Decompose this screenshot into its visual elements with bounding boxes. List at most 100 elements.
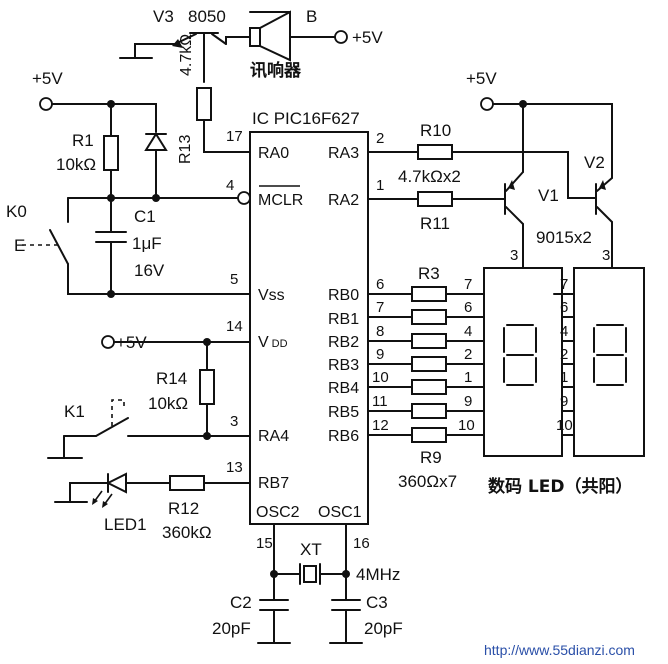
- r10-to-v2-wire: [451, 151, 597, 199]
- led2-pin-a: 7: [560, 276, 568, 293]
- pin-name-rb5: RB5: [328, 404, 359, 421]
- buzzer-cjk-label: 讯响器: [250, 60, 302, 81]
- v2-label: V2: [584, 153, 605, 172]
- led2-pin-f: 9: [560, 393, 568, 410]
- r11-ref: R11: [420, 214, 450, 233]
- driver-vplus-terminal: [480, 97, 494, 111]
- k0-blade: [49, 229, 69, 265]
- pin-name-vdd-sub: DD: [272, 338, 288, 350]
- r10-resistor: [417, 144, 453, 160]
- c2-value: 20pF: [212, 619, 251, 638]
- led2-pin-e: 1: [560, 369, 568, 386]
- pin-name-rb3: RB3: [328, 357, 359, 374]
- r1-resistor: [103, 135, 119, 171]
- led1-pin-f: 9: [464, 393, 472, 410]
- led1-pin-d: 2: [464, 346, 472, 363]
- pin-name-rb6: RB6: [328, 428, 359, 445]
- pin-name-ra4: RA4: [258, 428, 289, 445]
- pin-name-ra0: RA0: [258, 145, 289, 162]
- pin-num-1: 1: [376, 177, 384, 194]
- r-segment-value: 360Ωx7: [398, 472, 457, 491]
- led1-label: LED1: [104, 515, 147, 534]
- c3-ref: C3: [366, 593, 388, 612]
- pin-num-17: 17: [226, 128, 243, 145]
- pin-name-osc1: OSC1: [318, 504, 362, 521]
- segment-resistor-bank: [367, 286, 485, 443]
- mclr-invert-bubble: [237, 191, 251, 205]
- led1-pin-e: 1: [464, 369, 472, 386]
- k1-actuator: [111, 399, 125, 426]
- v2-transistor-icon: [595, 177, 613, 223]
- led2-pin-b: 6: [560, 299, 568, 316]
- xt-label: XT: [300, 540, 322, 559]
- buzzer-vplus-label: +5V: [352, 28, 383, 47]
- vdd-vplus-terminal: [101, 335, 115, 349]
- ic-body: [249, 131, 369, 525]
- c3-value: 20pF: [364, 619, 403, 638]
- vss-wire: [67, 263, 251, 295]
- led1-pin-b: 6: [464, 299, 472, 316]
- v3-label: V3: [153, 7, 174, 26]
- r1-value: 10kΩ: [56, 155, 96, 174]
- watermark-text: http://www.55dianzi.com: [484, 642, 635, 658]
- pin-num-8: 8: [376, 323, 384, 340]
- r1-ref: R1: [72, 131, 94, 150]
- pin-num-16: 16: [353, 535, 370, 552]
- pin-num-9: 9: [376, 346, 384, 363]
- v3-collector: [211, 33, 227, 45]
- k0-label: K0: [6, 202, 27, 221]
- xt-freq: 4MHz: [356, 565, 400, 584]
- led1-pin-g: 10: [458, 417, 475, 434]
- r13-value: 4.7kΩ: [178, 34, 195, 76]
- driver-vplus-rail: [492, 103, 613, 179]
- pin-num-6: 6: [376, 276, 384, 293]
- buzzer-wire: [225, 36, 251, 45]
- driver-vplus-label: +5V: [466, 69, 497, 88]
- v1-transistor-icon: [504, 171, 524, 225]
- digit-right-body: [573, 267, 645, 457]
- pin-num-5: 5: [230, 271, 238, 288]
- c2-ref: C2: [230, 593, 252, 612]
- reset-diode-icon: [144, 132, 168, 199]
- led-ground-wire: [69, 482, 109, 503]
- r14-resistor: [199, 369, 215, 405]
- reset-top-rail: [51, 103, 157, 133]
- led1-pin-c: 4: [464, 323, 472, 340]
- buzzer-ref: B: [306, 7, 317, 26]
- pin-num-12: 12: [372, 417, 389, 434]
- buzzer-speaker-icon: [249, 10, 291, 62]
- v1-label: V1: [538, 186, 559, 205]
- junction-vss-c1: [107, 290, 115, 298]
- r12-ref: R12: [168, 499, 199, 518]
- led2-pin-c: 4: [560, 323, 568, 340]
- v3-emitter-arrow: [172, 39, 183, 48]
- ra0-wire: [203, 119, 251, 153]
- pin-name-vdd-main: V: [258, 334, 269, 351]
- c1-voltage: 16V: [134, 261, 165, 280]
- c1-ref: C1: [134, 207, 156, 226]
- r12-resistor: [169, 475, 205, 491]
- junction-mclr-diode: [152, 194, 160, 202]
- r10-ref: R10: [420, 121, 451, 140]
- led2-pin-g: 10: [556, 417, 573, 434]
- ic-name: IC PIC16F627: [252, 109, 360, 128]
- k0-mark: E: [14, 236, 25, 255]
- pin-name-vss: Vss: [258, 287, 285, 304]
- k1-blade: [95, 417, 129, 437]
- r3-ref: R3: [418, 264, 440, 283]
- crystal-icon: [299, 563, 321, 585]
- pin-name-ra2: RA2: [328, 192, 359, 209]
- reset-vplus-label: +5V: [32, 69, 63, 88]
- r14-ref: R14: [156, 369, 187, 388]
- v3-type: 8050: [188, 7, 226, 26]
- digit-left-segments: [503, 324, 537, 386]
- v3-ground-wire: [134, 43, 176, 58]
- pin-name-ra3: RA3: [328, 145, 359, 162]
- r12-value: 360kΩ: [162, 523, 212, 542]
- pin-num-13: 13: [226, 459, 243, 476]
- buzzer-vplus-terminal: [334, 30, 348, 44]
- led2-pin-d: 2: [560, 346, 568, 363]
- pin-name-mclr: MCLR: [258, 192, 303, 209]
- r-driver-value: 4.7kΩx2: [398, 167, 461, 186]
- r14-value: 10kΩ: [148, 394, 188, 413]
